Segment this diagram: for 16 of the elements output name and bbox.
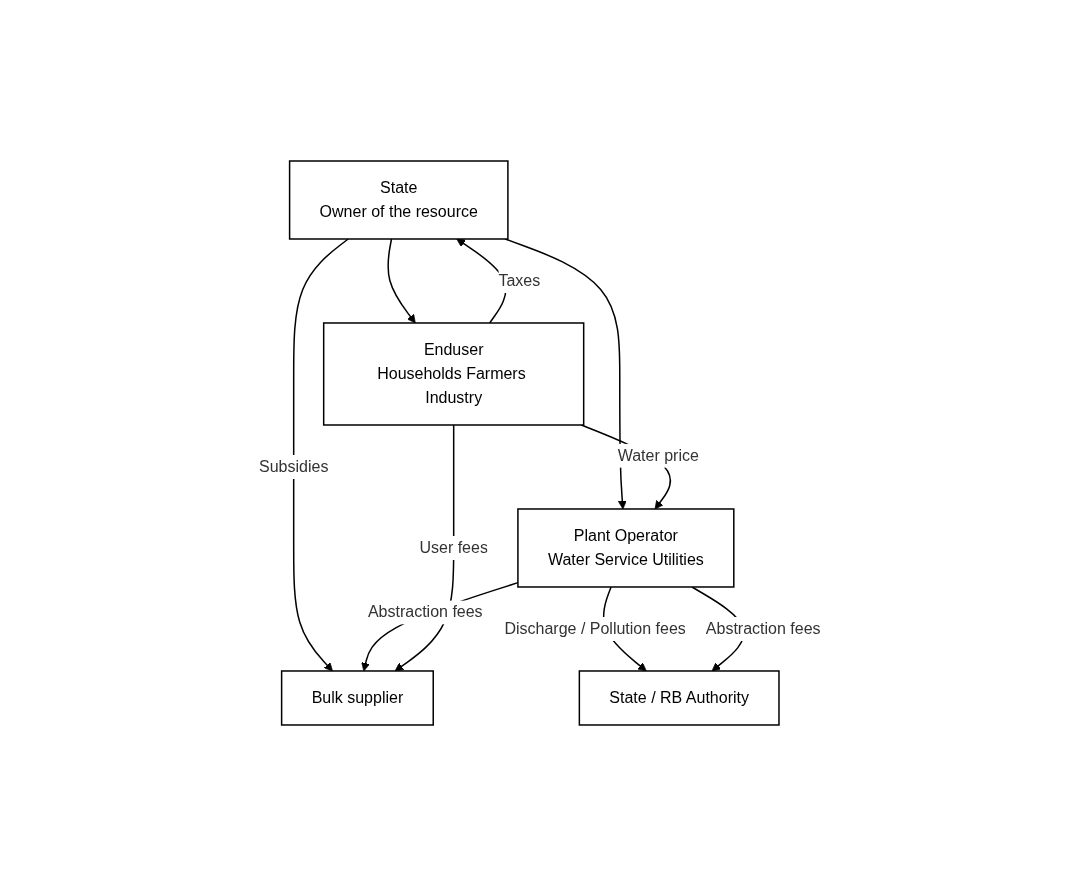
node-box: Plant Operator Water Service Utilities: [517, 507, 735, 588]
edge-label: Discharge / Pollution fees: [504, 619, 687, 637]
node-box: State Owner of the resource: [289, 159, 509, 240]
arrow: [387, 237, 416, 323]
edge-label: Subsidies: [259, 457, 329, 475]
arrow: [504, 237, 627, 509]
edge-label: User fees: [419, 538, 489, 556]
arrow: [361, 581, 519, 671]
node-box: Bulk supplier: [281, 669, 435, 726]
edge-label: Abstraction fees: [706, 619, 821, 637]
edge-label: Water price: [617, 446, 700, 464]
node-box: Enduser Households Farmers Industry: [323, 321, 585, 426]
node-box: State / RB Authority: [578, 669, 780, 726]
arrow: [293, 237, 350, 671]
edge-label: Abstraction fees: [368, 602, 483, 620]
edge-label: Taxes: [498, 271, 541, 289]
